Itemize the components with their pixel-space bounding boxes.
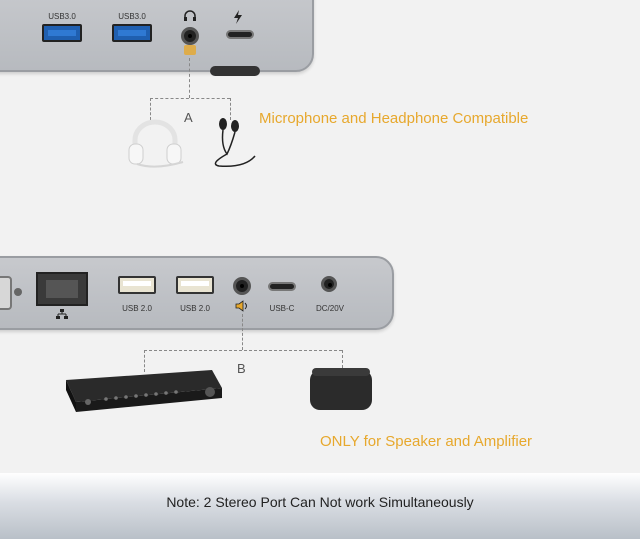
- usb3-port[interactable]: [112, 24, 152, 42]
- usb3-label: USB3.0: [118, 12, 146, 21]
- usb-c-label: USB-C: [269, 304, 295, 313]
- connector-line: [144, 350, 342, 351]
- speaker-jack[interactable]: [233, 277, 251, 295]
- usb-c-port[interactable]: [268, 282, 296, 291]
- branch-letter-b: B: [237, 361, 246, 376]
- usb3-label: USB3.0: [48, 12, 76, 21]
- side-port[interactable]: [0, 276, 12, 310]
- dc-power-label: DC/20V: [315, 304, 344, 313]
- branch-letter-a: A: [184, 110, 193, 125]
- thunderbolt-port[interactable]: [226, 30, 254, 39]
- connector-line: [150, 98, 151, 120]
- ethernet-port[interactable]: [36, 272, 88, 306]
- speaker-icon: [235, 300, 247, 312]
- usb2-port[interactable]: [176, 276, 214, 294]
- usb2-port[interactable]: [118, 276, 156, 294]
- caption-headphone: Microphone and Headphone Compatible: [259, 110, 529, 127]
- amplifier-icon: [66, 370, 222, 412]
- speaker-device-icon: [310, 368, 372, 410]
- connector-line: [242, 314, 243, 350]
- connector-line: [342, 350, 343, 368]
- caption-speaker: ONLY for Speaker and Amplifier: [320, 433, 533, 450]
- connector-line: [230, 98, 231, 120]
- dock-foot: [210, 66, 260, 76]
- screw-icon: [14, 288, 22, 296]
- headphone-jack[interactable]: [181, 27, 199, 45]
- headphone-icon: [184, 10, 196, 21]
- thunderbolt-icon: [234, 10, 242, 24]
- connector-line: [189, 58, 190, 98]
- connector-line: [150, 98, 230, 99]
- network-icon: [56, 309, 68, 319]
- earphones-icon: [214, 118, 256, 168]
- jack-highlight: [184, 45, 196, 55]
- dc-power-port[interactable]: [321, 276, 337, 292]
- headset-icon: [128, 119, 184, 168]
- note-bar: [0, 473, 640, 539]
- connector-line: [144, 350, 145, 372]
- note-text: Note: 2 Stereo Port Can Not work Simulta…: [166, 494, 474, 510]
- usb2-label: USB 2.0: [180, 304, 210, 313]
- usb3-port[interactable]: [42, 24, 82, 42]
- usb2-label: USB 2.0: [122, 304, 152, 313]
